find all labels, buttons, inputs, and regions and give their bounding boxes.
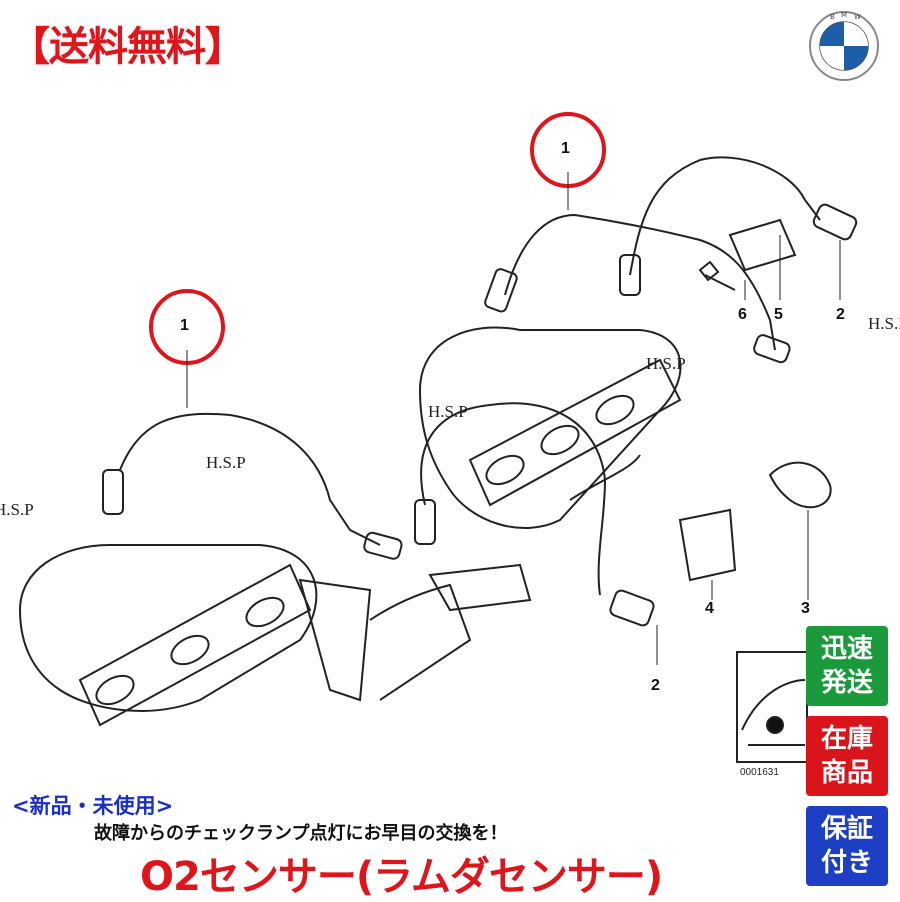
badge-line: 保証 — [820, 814, 873, 844]
manifold-flange — [78, 563, 312, 727]
sensor-wire — [504, 213, 776, 351]
bmw-roundel-icon: B M W — [809, 11, 879, 81]
badge-line: 付き — [820, 848, 873, 878]
o2-sensor — [414, 499, 436, 545]
watermark: H.S.P — [428, 402, 468, 421]
badge-line: 迅速 — [820, 634, 873, 664]
free-shipping-banner: 【送料無料】 — [10, 24, 245, 70]
watermark: H.S.P — [646, 354, 686, 373]
watermark: H.S.P — [206, 453, 246, 472]
callout-label: 4 — [705, 600, 714, 617]
pipe-flange — [428, 563, 532, 612]
callout-label: 3 — [801, 600, 810, 617]
clip — [678, 508, 737, 582]
exhaust-manifold — [418, 326, 682, 529]
o2-sensor — [619, 254, 641, 296]
in-stock-badge: 在庫 商品 — [806, 716, 888, 796]
connector — [753, 334, 791, 364]
svg-text:W: W — [854, 13, 861, 21]
connector — [609, 589, 655, 627]
manifold-flange — [468, 358, 682, 507]
fast-shipping-badge: 迅速 発送 — [806, 626, 888, 706]
sensor-wire — [420, 402, 607, 596]
warranty-badge: 保証 付き — [806, 806, 888, 886]
product-title: O2センサー(ラムダセンサー) — [140, 854, 663, 900]
vehicle-thumbnail — [736, 651, 808, 763]
callout-label: 2 — [836, 306, 845, 323]
bolt — [698, 260, 736, 291]
sensor-wire — [629, 156, 821, 276]
svg-text:B: B — [830, 13, 835, 21]
watermark: H.S.P — [868, 314, 900, 333]
svg-text:M: M — [841, 11, 847, 19]
sensor-wire — [119, 412, 381, 546]
o2-sensor — [102, 469, 124, 515]
bracket — [728, 218, 797, 272]
connector — [363, 531, 403, 560]
o2-sensor — [484, 268, 518, 313]
condition-label: <新品・未使用> — [12, 794, 174, 818]
connector — [812, 203, 858, 241]
badge-line: 商品 — [820, 758, 873, 788]
exhaust-manifold — [18, 544, 318, 712]
callout-label: 5 — [774, 306, 783, 323]
catalytic-converter — [298, 578, 372, 702]
callout-label: 6 — [738, 306, 747, 323]
watermark: H.S.P — [0, 500, 34, 519]
tagline-message: 故障からのチェックランプ点灯にお早目の交換を！ — [94, 823, 508, 844]
clamp — [768, 461, 832, 509]
callout-label: 2 — [651, 677, 660, 694]
badge-line: 在庫 — [820, 724, 873, 754]
badge-line: 発送 — [820, 668, 873, 698]
callout-label: 1 — [561, 140, 570, 157]
callout-label: 1 — [180, 317, 189, 334]
diagram-reference-number: 0001631 — [740, 767, 779, 778]
